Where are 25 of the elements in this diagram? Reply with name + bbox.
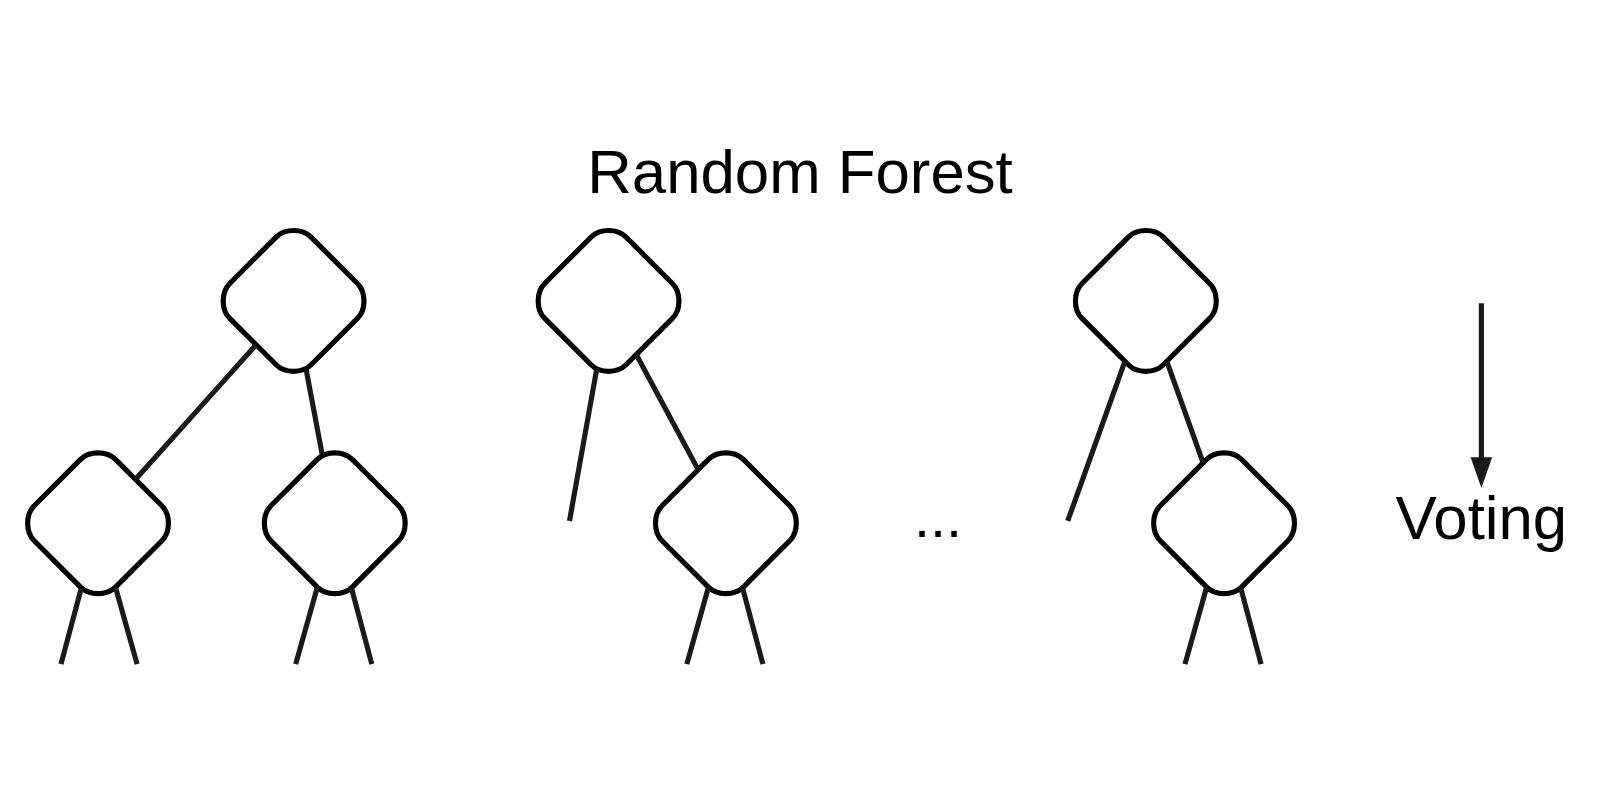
connector (349, 587, 375, 665)
connector (740, 587, 766, 665)
node-diamond (1151, 449, 1298, 596)
node-diamond (261, 449, 408, 596)
arrow (1470, 302, 1493, 488)
connector (634, 353, 701, 470)
node-diamond (535, 227, 682, 374)
connector (293, 586, 320, 665)
node-diamond (652, 449, 799, 596)
connector (113, 586, 140, 665)
connector (133, 342, 258, 481)
connector (684, 586, 711, 665)
connector (1182, 586, 1210, 665)
connector (303, 369, 325, 454)
node-text: Voting (1395, 482, 1568, 552)
connector (1238, 587, 1264, 665)
connector (566, 369, 600, 521)
label: ... (913, 484, 962, 549)
diagram-title: Random Forest (587, 136, 1013, 206)
node-diamond (25, 449, 171, 596)
connector (1164, 360, 1206, 463)
connector (1065, 360, 1128, 522)
node-diamond (1072, 227, 1219, 374)
connector (58, 587, 84, 665)
node-diamond (220, 227, 367, 374)
